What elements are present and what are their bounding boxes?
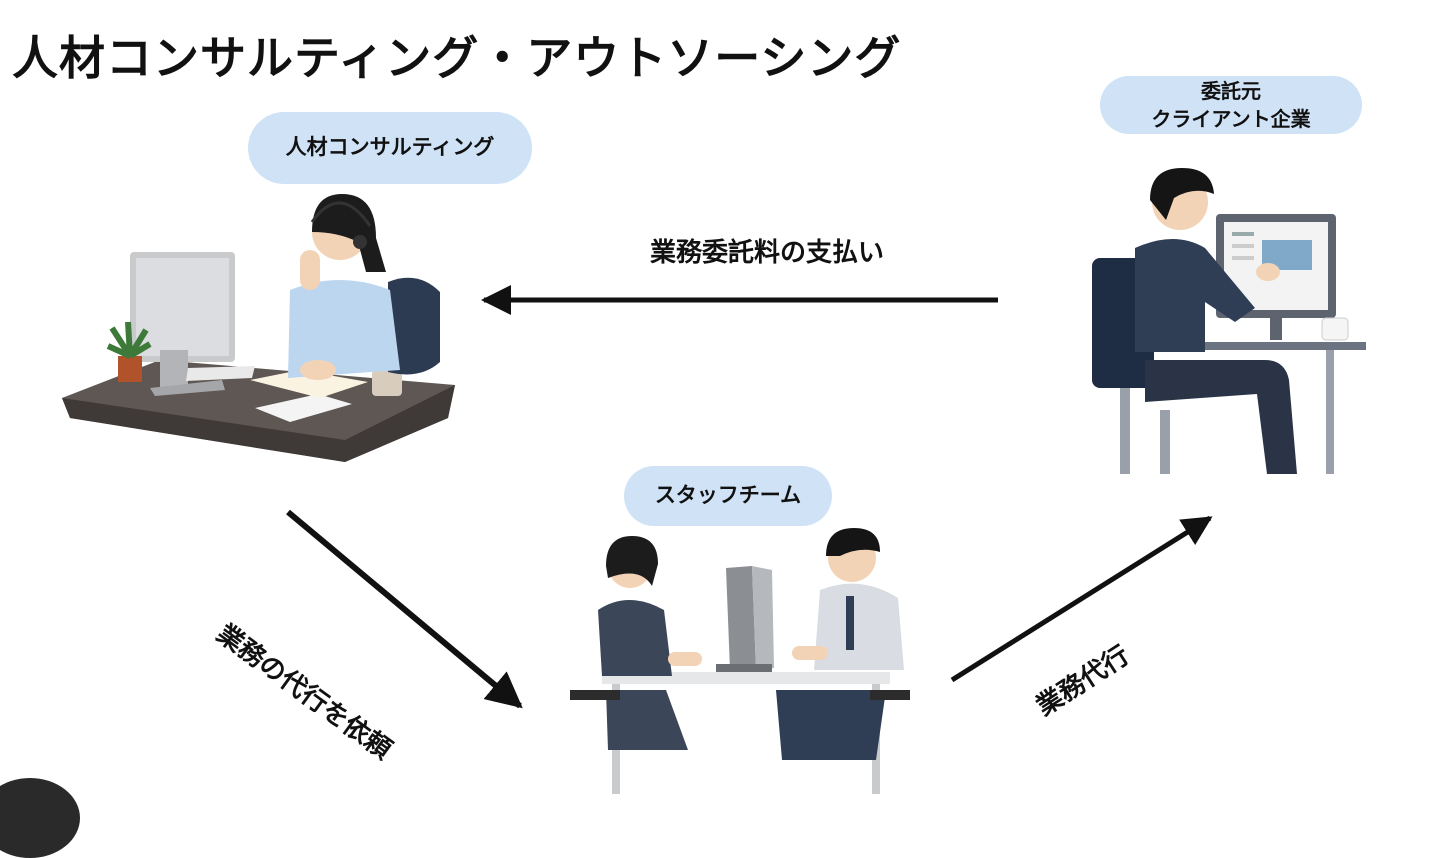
node-staff-label: スタッフチーム	[654, 483, 802, 508]
node-consulting: 人材コンサルティング	[248, 112, 532, 184]
node-consulting-label: 人材コンサルティング	[285, 135, 495, 160]
node-staff: スタッフチーム	[624, 466, 832, 526]
arrow-payment-label: 業務委託料の支払い	[650, 238, 885, 268]
staff-illustration	[570, 528, 910, 794]
node-client-label-line1: 委託元	[1200, 79, 1261, 103]
arrow-request	[286, 509, 523, 709]
arrow-delegate	[950, 515, 1213, 683]
node-client-label-line2: クライアント企業	[1151, 107, 1311, 131]
diagram-title: 人材コンサルティング・アウトソーシング	[12, 31, 902, 85]
client-illustration	[1092, 168, 1366, 474]
node-client: 委託元 クライアント企業	[1100, 76, 1362, 134]
consultant-illustration	[62, 194, 455, 462]
diagram-canvas	[62, 168, 1366, 794]
